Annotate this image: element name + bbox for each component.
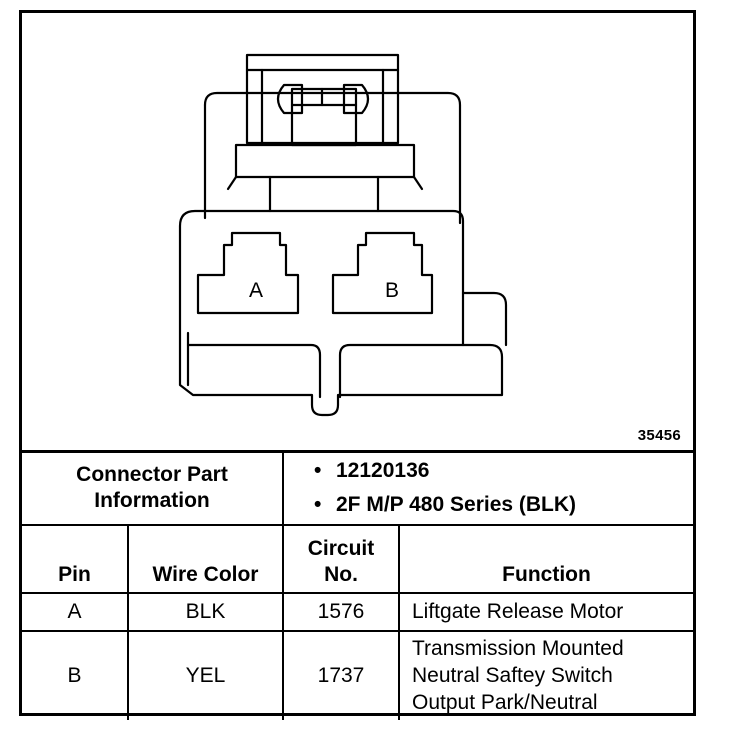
header-pin: Pin: [22, 523, 129, 594]
pin-label-b: B: [385, 279, 400, 302]
table-header-row: Pin Wire Color Circuit No. Function: [22, 523, 694, 594]
connector-part-label-cell: Connector Part Information: [22, 450, 284, 526]
part-item-number: 12120136: [314, 454, 687, 488]
row-a-wire-color: BLK: [127, 591, 284, 632]
header-circuit-line1: Circuit: [307, 536, 375, 560]
cavity-a: [196, 231, 300, 315]
connector-part-list: 12120136 2F M/P 480 Series (BLK): [290, 454, 687, 522]
row-a-function: Liftgate Release Motor: [397, 591, 694, 632]
row-a-function-line1: Liftgate Release Motor: [412, 600, 624, 623]
connector-part-label-line2: Information: [94, 489, 210, 513]
cavity-b: [331, 231, 434, 315]
header-circuit-line2: No.: [324, 562, 358, 586]
connector-part-label-line1: Connector Part: [76, 463, 228, 487]
header-wire-color: Wire Color: [127, 523, 284, 594]
connector-diagram: A B 35456: [22, 13, 693, 450]
row-b-circuit: 1737: [282, 629, 400, 720]
row-b-function-line2: Neutral Saftey Switch: [412, 664, 613, 687]
row-b-function-line3: Output Park/Neutral: [412, 691, 598, 714]
header-function: Function: [397, 523, 694, 594]
pin-label-a: A: [249, 279, 264, 302]
connector-part-info-cell: 12120136 2F M/P 480 Series (BLK): [281, 450, 694, 526]
connector-part-row: Connector Part Information 12120136 2F M…: [22, 450, 694, 526]
row-a-circuit: 1576: [282, 591, 400, 632]
table-row: A BLK 1576 Liftgate Release Motor: [22, 591, 694, 632]
row-b-function: Transmission Mounted Neutral Saftey Swit…: [397, 629, 694, 720]
header-circuit-no: Circuit No.: [282, 523, 400, 594]
connector-front-face: [178, 209, 504, 417]
row-b-function-line1: Transmission Mounted: [412, 637, 624, 660]
connector-pin-table: Connector Part Information 12120136 2F M…: [22, 450, 694, 720]
connector-lock-band: [234, 143, 416, 179]
table-row: B YEL 1737 Transmission Mounted Neutral …: [22, 629, 694, 720]
connector-rear-housing: [203, 91, 462, 225]
row-b-wire-color: YEL: [127, 629, 284, 720]
part-item-series: 2F M/P 480 Series (BLK): [314, 488, 687, 522]
row-b-pin: B: [22, 629, 129, 720]
connector-latch-block: [245, 53, 400, 145]
connector-drawing: [178, 53, 508, 417]
connector-info-frame: A B 35456 Connector Part Information 121…: [19, 10, 696, 720]
row-a-pin: A: [22, 591, 129, 632]
figure-number: 35456: [637, 427, 681, 444]
